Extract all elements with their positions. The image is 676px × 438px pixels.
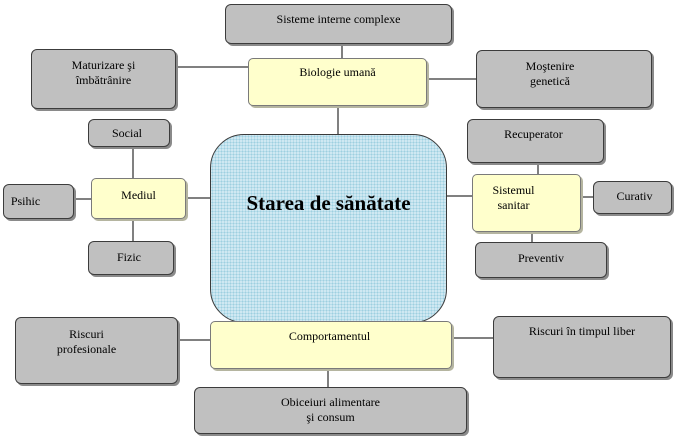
central-node: Starea de sănătate <box>210 134 447 323</box>
leaf-preventiv-label: Preventiv <box>518 251 564 265</box>
leaf-sisteme-label: Sisteme interne complexe <box>276 12 401 26</box>
leaf-riscuri-liber-label: Riscuri în timpul liber <box>528 324 636 338</box>
hub-comportamentul-label: Comportamentul <box>288 329 371 343</box>
hub-biologie: Biologie umană <box>248 58 427 106</box>
leaf-riscuri-timp-liber: Riscuri în timpul liber <box>493 316 671 378</box>
hub-biologie-label: Biologie umană <box>299 65 376 79</box>
leaf-sisteme-interne: Sisteme interne complexe <box>225 4 452 44</box>
leaf-social-label: Social <box>112 126 142 140</box>
leaf-fizic-label: Fizic <box>117 250 141 264</box>
leaf-preventiv: Preventiv <box>475 242 607 278</box>
leaf-social: Social <box>88 119 170 147</box>
leaf-maturizare-label: Maturizare şi îmbătrânire <box>71 58 136 87</box>
hub-mediul: Mediul <box>91 178 186 219</box>
leaf-recuperator-label: Recuperator <box>504 127 563 141</box>
hub-mediul-label: Mediul <box>121 188 156 202</box>
hub-comportamentul: Comportamentul <box>210 321 452 369</box>
hub-sistemul-label: Sistemul sanitar <box>492 183 535 212</box>
leaf-obiceiuri: Obiceiuri alimentare şi consum <box>194 387 467 434</box>
central-node-title: Starea de sănătate <box>246 191 411 215</box>
leaf-curativ-label: Curativ <box>616 189 653 203</box>
leaf-fizic: Fizic <box>88 241 174 275</box>
leaf-psihic: Psihic <box>3 184 74 219</box>
hub-sistemul-sanitar: Sistemul sanitar <box>472 174 581 232</box>
leaf-riscuri-prof-label: Riscuri profesionale <box>56 327 117 356</box>
leaf-maturizare: Maturizare şi îmbătrânire <box>31 49 176 109</box>
leaf-mostenire-label: Moştenire genetică <box>525 59 575 88</box>
leaf-psihic-label: Psihic <box>10 194 41 208</box>
leaf-mostenire: Moştenire genetică <box>476 50 652 108</box>
leaf-riscuri-profesionale: Riscuri profesionale <box>15 317 178 384</box>
leaf-obiceiuri-label: Obiceiuri alimentare şi consum <box>281 395 380 424</box>
leaf-curativ: Curativ <box>593 181 672 214</box>
leaf-recuperator: Recuperator <box>467 119 604 163</box>
